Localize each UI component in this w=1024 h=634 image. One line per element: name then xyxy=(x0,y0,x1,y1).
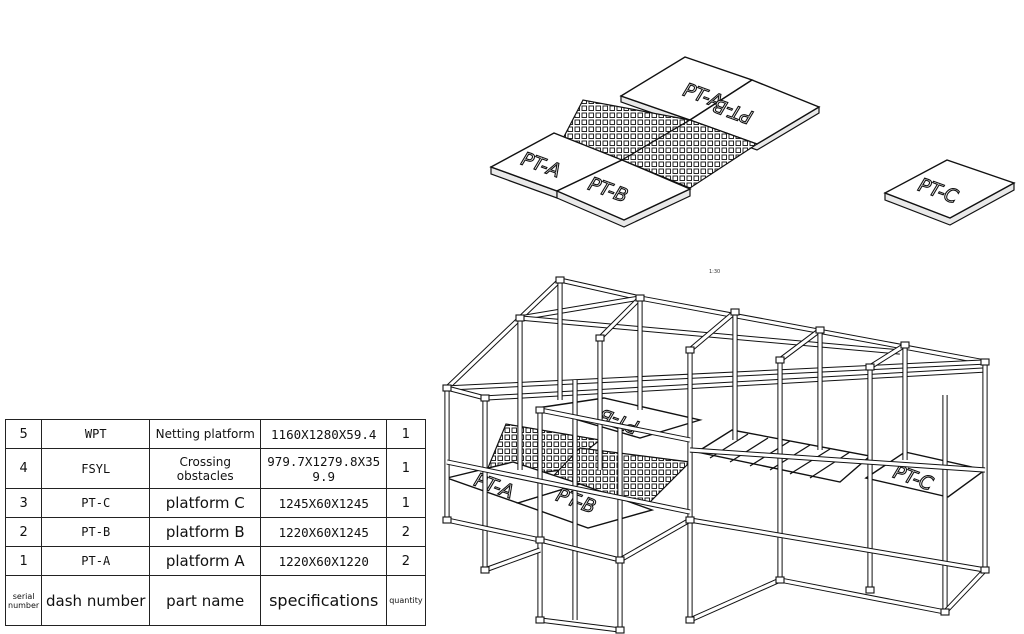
frame-tube-inner xyxy=(539,538,621,562)
pipe-connector xyxy=(555,276,565,284)
pipe-connector xyxy=(815,326,825,334)
frame-tube-inner xyxy=(688,310,737,352)
frame-tube-inner xyxy=(779,328,821,362)
pipe-connector xyxy=(535,536,545,544)
pipe-connector xyxy=(480,394,490,402)
table-row: 2 PT-B platform B 1220X60X1245 2 xyxy=(4,517,426,547)
pipe-connector xyxy=(730,308,740,316)
frame-tube-inner xyxy=(869,343,906,369)
parts-list-table: 5 WPT Netting platform 1160X1280X59.4 1 … xyxy=(4,419,426,626)
header-serial-number: serial number xyxy=(4,575,43,626)
frame-tube-inner xyxy=(446,460,691,514)
frame-tube-inner xyxy=(519,296,641,320)
pipe-connector xyxy=(480,566,490,574)
spec-cell: 1160X1280X59.4 xyxy=(260,419,388,449)
frame-tube-inner xyxy=(445,278,562,390)
exploded-platform-view: PT-A PT-B PT-A PT-B PT-C xyxy=(489,56,1016,228)
spec-cell: 1220X60X1220 xyxy=(260,546,388,576)
pipe-connector xyxy=(442,516,452,524)
quantity-cell: 2 xyxy=(386,517,426,547)
pipe-connector xyxy=(535,406,545,414)
pipe-connector xyxy=(595,334,605,342)
header-quantity: quantity xyxy=(386,575,426,626)
pipe-connector xyxy=(615,556,625,564)
pipe-connector xyxy=(900,341,910,349)
frame-tube-inner xyxy=(689,578,781,622)
frame-tube-inner xyxy=(689,448,986,472)
spec-cell: 1220X60X1245 xyxy=(260,517,388,547)
quantity-cell: 1 xyxy=(386,488,426,518)
part-name-cell: Netting platform xyxy=(149,419,262,449)
frame-pipes xyxy=(444,277,988,633)
quantity-cell: 1 xyxy=(386,419,426,449)
pipe-connector xyxy=(980,566,990,574)
header-specifications: specifications xyxy=(260,575,388,626)
pipe-connector xyxy=(515,314,525,322)
pipe-connector xyxy=(442,384,452,392)
assembled-frame: PT-B PT-A PT-B PT-C xyxy=(442,276,990,634)
frame-tube-inner xyxy=(598,296,642,340)
dash-number-cell: FSYL xyxy=(41,448,151,489)
frame-tube-inner xyxy=(446,360,986,390)
serial-cell: 4 xyxy=(4,448,43,489)
spec-cell: 1245X60X1245 xyxy=(260,488,388,518)
plate-pt-b-back: PT-B xyxy=(688,79,821,151)
header-part-name: part name xyxy=(149,575,262,626)
table-header-row: serial number dash number part name spec… xyxy=(4,575,426,626)
frame-tube-inner xyxy=(484,548,541,572)
dash-number-cell: WPT xyxy=(41,419,151,449)
part-name-cell: platform C xyxy=(149,488,262,518)
frame-tube-inner xyxy=(539,618,621,632)
part-name-cell: Crossing obstacles xyxy=(149,448,262,489)
serial-cell: 1 xyxy=(4,546,43,576)
frame-tube-inner xyxy=(639,296,986,364)
platform-back-pt-b xyxy=(536,397,703,439)
frame-tube-inner xyxy=(943,568,987,614)
pipe-connector xyxy=(865,363,875,371)
scale-note: 1:30 xyxy=(709,269,720,275)
plate-pt-c: PT-C xyxy=(883,159,1016,226)
table-row: 3 PT-C platform C 1245X60X1245 1 xyxy=(4,488,426,518)
frame-tube-inner xyxy=(446,518,541,542)
pipe-connector xyxy=(940,608,950,616)
dash-number-cell: PT-B xyxy=(41,517,151,547)
frame-tube-inner xyxy=(689,518,986,572)
part-name-cell: platform A xyxy=(149,546,262,576)
frame-tube-inner xyxy=(559,278,641,300)
quantity-cell: 2 xyxy=(386,546,426,576)
pipe-connector xyxy=(775,356,785,364)
pipe-connector xyxy=(685,616,695,624)
dash-number-cell: PT-C xyxy=(41,488,151,518)
pipe-connector xyxy=(635,294,645,302)
dash-number-cell: PT-A xyxy=(41,546,151,576)
table-row: 4 FSYL Crossing obstacles 979.7X1279.8X3… xyxy=(4,448,426,489)
pipe-connector xyxy=(685,346,695,354)
frame-tube-inner xyxy=(539,408,691,442)
frame-joints xyxy=(442,276,990,634)
table-row: 1 PT-A platform A 1220X60X1220 2 xyxy=(4,546,426,576)
serial-cell: 3 xyxy=(4,488,43,518)
header-dash-number: dash number xyxy=(41,575,151,626)
frame-tube-inner xyxy=(446,386,486,400)
plate-pt-b-front: PT-B xyxy=(555,159,692,228)
frame-tube-inner xyxy=(619,518,691,562)
pipe-connector xyxy=(865,586,875,594)
spec-cell: 979.7X1279.8X359.9 xyxy=(260,448,388,489)
serial-cell: 5 xyxy=(4,419,43,449)
table-row: 5 WPT Netting platform 1160X1280X59.4 1 xyxy=(4,419,426,449)
quantity-cell: 1 xyxy=(386,448,426,489)
pipe-connector xyxy=(980,358,990,366)
pipe-connector xyxy=(685,516,695,524)
pipe-connector xyxy=(615,626,625,634)
frame-tube-inner xyxy=(779,578,946,614)
plate-pt-a-front: PT-A xyxy=(489,132,624,199)
pipe-connector xyxy=(775,576,785,584)
pipe-connector xyxy=(535,616,545,624)
serial-cell: 2 xyxy=(4,517,43,547)
part-name-cell: platform B xyxy=(149,517,262,547)
